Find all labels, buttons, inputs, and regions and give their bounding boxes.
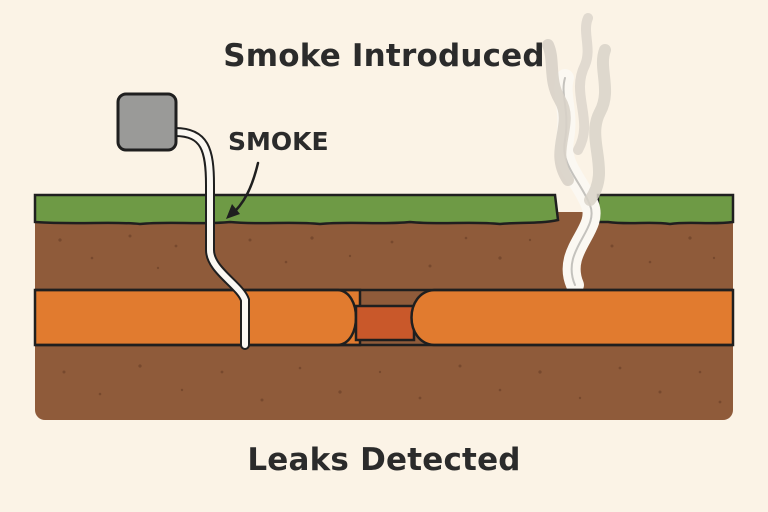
grass-left bbox=[33, 193, 560, 226]
smoke-hose-inner bbox=[172, 129, 248, 348]
diagram-title-bottom: Leaks Detected bbox=[247, 442, 521, 478]
smoke-machine-icon bbox=[116, 92, 178, 152]
smoke-plume bbox=[542, 13, 612, 294]
diagram-title-top: Smoke Introduced bbox=[223, 38, 545, 74]
pipe-gap bbox=[354, 304, 416, 342]
grass-right bbox=[596, 193, 735, 226]
soil-specks bbox=[58, 234, 722, 404]
pipe-right bbox=[410, 288, 735, 347]
smoke-label: SMOKE bbox=[228, 127, 329, 156]
arrow-head bbox=[226, 204, 240, 219]
pipe-left-end bbox=[300, 288, 358, 347]
